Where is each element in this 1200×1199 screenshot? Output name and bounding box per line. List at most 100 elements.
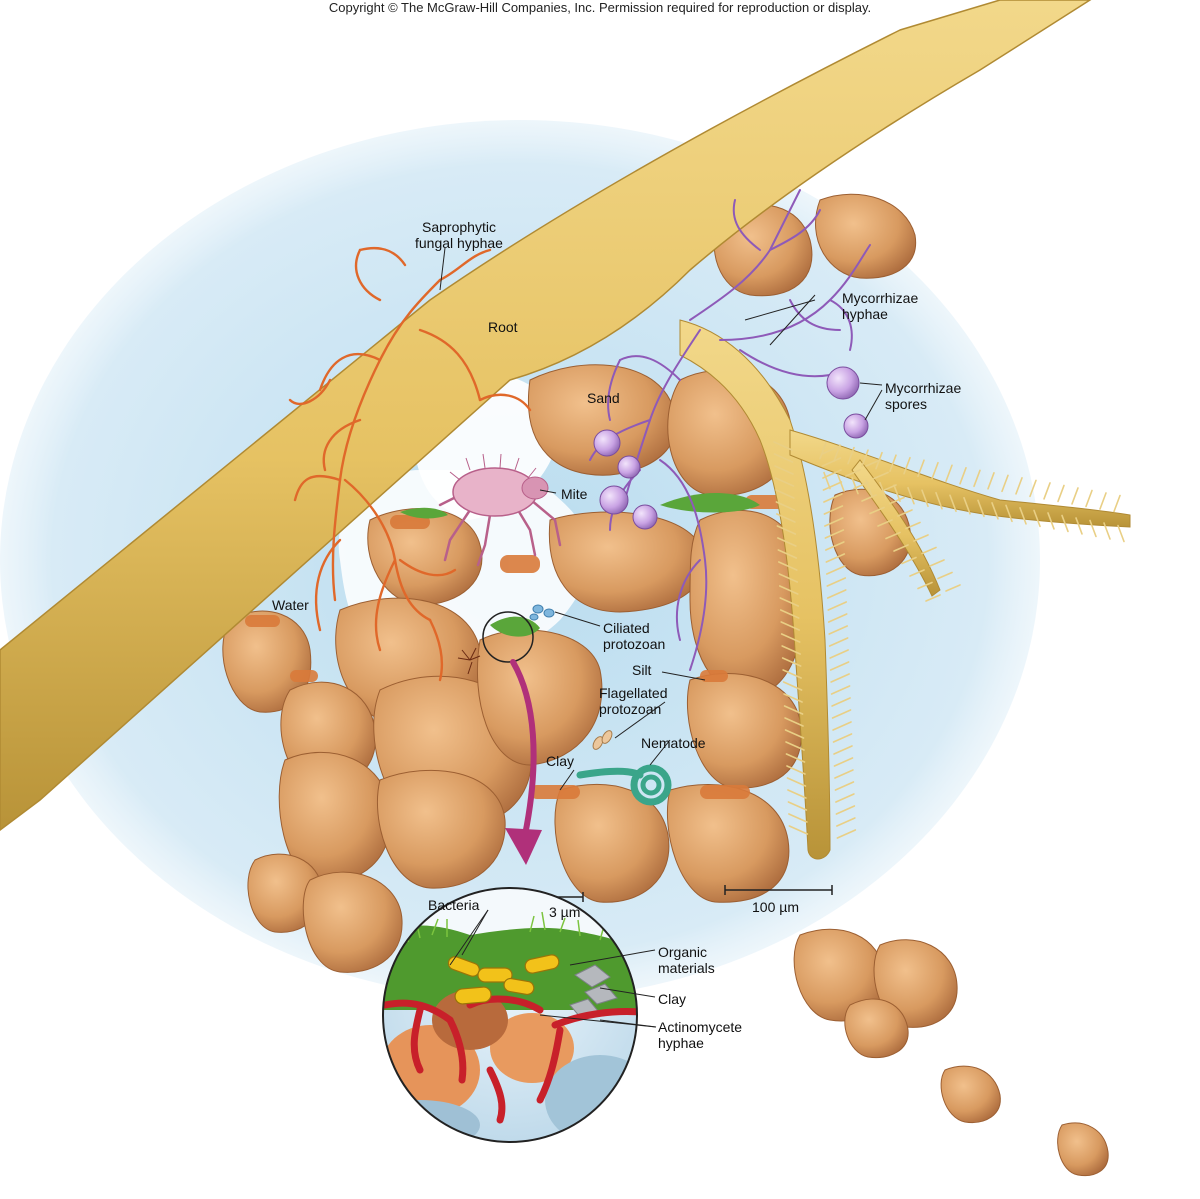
label-scale-100um: 100 µm [752, 899, 799, 915]
root-hair [826, 589, 847, 599]
root-hair [1103, 522, 1111, 540]
root-hair [825, 541, 845, 551]
root-hair [784, 717, 804, 727]
root-hair [826, 577, 847, 587]
root-hair [781, 657, 802, 667]
magnifier-target [482, 611, 534, 663]
root-hair [821, 445, 841, 455]
label-bacteria: Bacteria [428, 897, 480, 913]
root-hair [785, 741, 805, 751]
root-hair [847, 446, 855, 465]
root-hair [1099, 492, 1107, 510]
root-hair [893, 544, 909, 552]
root-hair [885, 531, 901, 540]
root-hair [853, 481, 869, 490]
root-hair [987, 472, 995, 490]
root-hair [831, 709, 852, 719]
root-hair [851, 476, 859, 495]
root-hair [830, 673, 850, 683]
label-line: spores [885, 396, 928, 412]
root-hair [973, 469, 981, 488]
root-hair [773, 453, 794, 463]
organic-materials-inset [383, 925, 637, 1010]
label-line: hyphae [658, 1035, 704, 1051]
root-hair [1047, 512, 1055, 530]
root-hair [785, 753, 806, 763]
label-silt: Silt [632, 662, 652, 678]
root-hair [917, 459, 925, 478]
root-hair [825, 553, 846, 563]
label-line: hyphae [842, 306, 888, 322]
leader-lines [439, 247, 883, 1028]
root-hair [780, 633, 801, 643]
root-hair [819, 441, 827, 460]
label-nematode: Nematode [641, 735, 706, 751]
root-hair [825, 565, 846, 575]
root-hair [787, 801, 808, 811]
root-hair [829, 661, 850, 671]
root-hair [836, 817, 856, 827]
root-hair [823, 493, 843, 503]
root-hair [836, 829, 857, 839]
label-line: materials [658, 960, 715, 976]
label-line: Mycorrhizae [842, 290, 919, 306]
root-hair [821, 457, 842, 467]
root-hair [827, 601, 848, 611]
label-line: protozoan [603, 636, 666, 652]
root-hair [778, 573, 799, 583]
root-hair [1001, 474, 1009, 493]
root-hair [929, 559, 945, 567]
root-hair [775, 501, 796, 511]
root-hair [959, 466, 967, 485]
label-line: Actinomycete [658, 1019, 743, 1035]
label-mycorrhizae-hyphae: Mycorrhizae hyphae [842, 290, 918, 322]
root-hair [827, 613, 848, 623]
root-hair [991, 502, 999, 520]
mite [438, 453, 562, 567]
label-root: Root [488, 319, 518, 335]
root-hair [935, 491, 943, 510]
root-hair [901, 556, 917, 565]
root-hair [776, 525, 797, 535]
root-hair [833, 444, 841, 462]
root-hair [788, 825, 809, 835]
root-hair [945, 464, 953, 483]
root-hair [925, 594, 941, 602]
root-hair [835, 805, 856, 815]
root-hair [778, 585, 799, 595]
root-hair [917, 581, 933, 590]
root-hair [824, 529, 845, 539]
actinomycete-hyphae-inset [383, 995, 637, 1124]
root-hair [787, 789, 807, 799]
flagellated-protozoan [592, 730, 613, 750]
root-hair [831, 697, 851, 707]
root-hair [889, 454, 897, 473]
root-hair [921, 546, 937, 555]
root-hair [877, 519, 893, 527]
root-hair [777, 549, 798, 559]
bacteria-cluster [457, 647, 481, 675]
root-hair [1005, 504, 1013, 523]
root-hair [777, 561, 798, 571]
root-hair [780, 621, 801, 631]
label-clay-inset: Clay [658, 991, 687, 1007]
root-hair [865, 459, 881, 467]
pointer-arrowhead [505, 828, 542, 865]
root-hair [921, 489, 929, 508]
label-mycorrhizae-spores: Mycorrhizae spores [885, 380, 961, 412]
root-hair [931, 461, 939, 480]
label-flagellated-protozoan: Flagellated protozoan [599, 685, 668, 717]
label-line: protozoan [599, 701, 662, 717]
root-hair [845, 469, 861, 477]
scale-bar-large [724, 885, 833, 895]
root-hair [909, 569, 925, 577]
root-hair [777, 537, 797, 547]
root-hair [1089, 519, 1097, 538]
root-hair [829, 649, 849, 659]
root-hair [903, 456, 911, 475]
root-hair [833, 745, 853, 755]
root-hair [837, 474, 845, 492]
root-hair [786, 765, 806, 775]
root-hair [1057, 484, 1065, 503]
root-hair [897, 509, 913, 517]
